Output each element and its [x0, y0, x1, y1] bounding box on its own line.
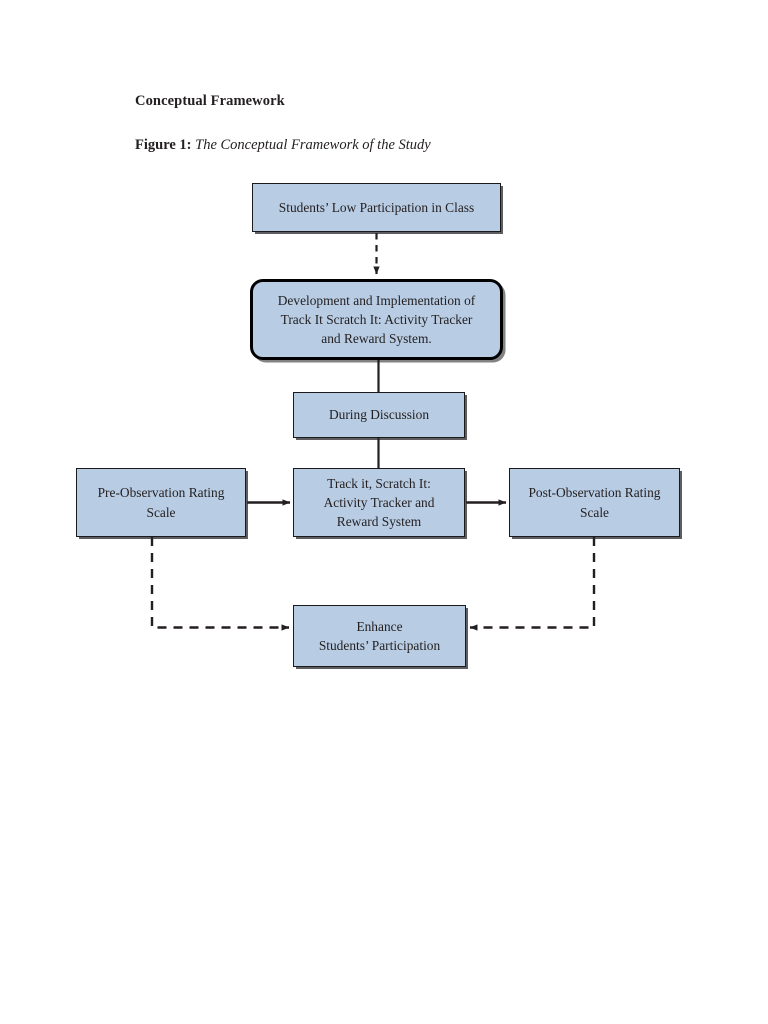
- node-enhance-line-1: Enhance: [356, 618, 403, 634]
- node-development-line-2: Track It Scratch It: Activity Tracker: [280, 311, 473, 327]
- node-enhance-label: Enhance Students’ Participation: [302, 617, 457, 655]
- node-intervention-line-1: Track it, Scratch It:: [327, 475, 431, 491]
- figure-label: Figure 1:: [135, 137, 192, 153]
- node-pre-observation-line-2: Scale: [146, 504, 176, 520]
- edge-pre-observation-to-enhance: [150, 537, 290, 631]
- node-low-participation-label: Students’ Low Participation in Class: [278, 199, 475, 215]
- node-intervention-label: Track it, Scratch It: Activity Tracker a…: [302, 474, 456, 531]
- node-enhance[interactable]: Enhance Students’ Participation: [293, 605, 466, 667]
- figure-title: The Conceptual Framework of the Study: [195, 137, 431, 153]
- node-intervention[interactable]: Track it, Scratch It: Activity Tracker a…: [293, 468, 465, 537]
- node-during-discussion-label: During Discussion: [328, 407, 430, 423]
- node-intervention-line-3: Reward System: [336, 514, 422, 530]
- node-low-participation[interactable]: Students’ Low Participation in Class: [252, 183, 501, 232]
- node-development-line-1: Development and Implementation of: [277, 292, 476, 308]
- node-pre-observation-label: Pre-Observation Rating Scale: [85, 483, 237, 521]
- node-pre-observation[interactable]: Pre-Observation Rating Scale: [76, 468, 246, 537]
- node-development[interactable]: Development and Implementation of Track …: [250, 279, 503, 360]
- node-intervention-line-2: Activity Tracker and: [323, 494, 435, 510]
- figure-caption: Figure 1: The Conceptual Framework of th…: [135, 137, 431, 154]
- node-post-observation-label: Post-Observation Rating Scale: [518, 483, 671, 521]
- node-post-observation[interactable]: Post-Observation Rating Scale: [509, 468, 680, 537]
- node-post-observation-line-2: Scale: [580, 504, 609, 520]
- page-title: Conceptual Framework: [135, 93, 285, 109]
- node-during-discussion[interactable]: During Discussion: [293, 392, 465, 438]
- node-enhance-line-2: Students’ Participation: [318, 638, 441, 653]
- node-development-label: Development and Implementation of Track …: [261, 291, 492, 348]
- node-development-line-3: and Reward System.: [321, 331, 432, 347]
- node-post-observation-line-1: Post-Observation Rating: [528, 485, 661, 501]
- edge-post-observation-to-enhance: [469, 537, 596, 631]
- node-pre-observation-line-1: Pre-Observation Rating: [97, 485, 225, 501]
